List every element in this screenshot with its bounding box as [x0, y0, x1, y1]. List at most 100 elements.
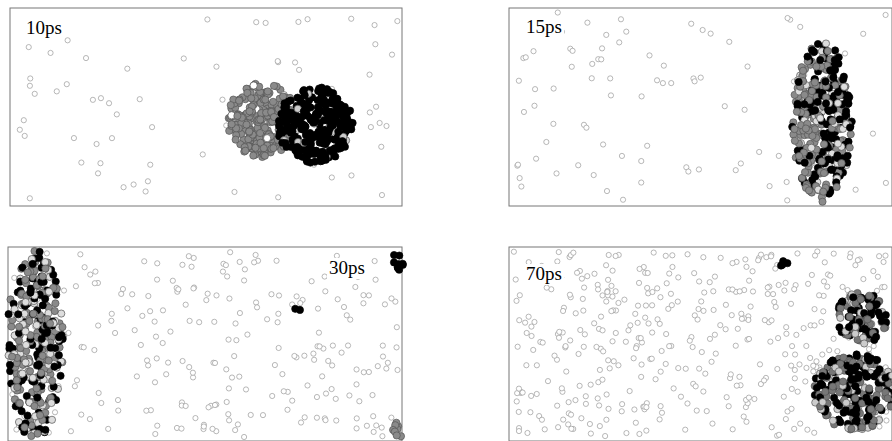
atom [702, 290, 707, 295]
atom [371, 414, 376, 419]
atoms [5, 10, 892, 440]
atom [577, 383, 582, 388]
atom [294, 294, 299, 299]
atom [782, 288, 787, 293]
atom [305, 383, 310, 388]
atom [200, 152, 205, 157]
atom [659, 348, 664, 353]
atom [764, 255, 769, 260]
atom [831, 65, 838, 72]
atom [639, 362, 644, 367]
atom [768, 339, 773, 344]
atom [28, 432, 35, 439]
atom [622, 297, 627, 302]
atom [334, 418, 339, 423]
atom [311, 351, 316, 356]
atom [791, 125, 798, 132]
atom [225, 274, 230, 279]
atom [71, 135, 76, 140]
atom [384, 366, 389, 371]
atom [613, 253, 618, 258]
atom [274, 258, 279, 263]
atom [801, 101, 808, 108]
atom [51, 307, 58, 314]
atom [5, 311, 12, 318]
atom [253, 252, 258, 257]
atom [106, 101, 111, 106]
atom [330, 343, 335, 348]
atom [144, 358, 149, 363]
atom [683, 427, 688, 432]
atom [809, 47, 816, 54]
atom [823, 48, 830, 55]
atom [798, 24, 803, 29]
atom [364, 423, 369, 428]
atom [805, 281, 810, 286]
atom [701, 389, 706, 394]
atom [87, 416, 92, 421]
atom [730, 427, 735, 432]
atom [166, 360, 171, 365]
atom [330, 363, 335, 368]
atom [783, 416, 788, 421]
atom [576, 351, 581, 356]
atom [792, 287, 797, 292]
atom [146, 293, 151, 298]
atom [735, 326, 740, 331]
atom [307, 142, 314, 149]
atom [281, 106, 288, 113]
atom [707, 336, 712, 341]
atom [523, 55, 528, 60]
atom [22, 359, 29, 366]
atom [373, 42, 378, 47]
atom [180, 358, 185, 363]
atom [654, 78, 659, 83]
atom [532, 87, 537, 92]
atom [588, 382, 593, 387]
atom [619, 153, 624, 158]
atom [728, 372, 733, 377]
atom [250, 82, 257, 89]
atom [726, 404, 731, 409]
atom [828, 273, 833, 278]
atom [769, 425, 774, 430]
atom [569, 426, 574, 431]
atom [145, 179, 150, 184]
atom [140, 313, 145, 318]
atom [743, 257, 748, 262]
atom [834, 140, 841, 147]
atom [556, 249, 561, 254]
atom [155, 423, 160, 428]
atom [701, 308, 706, 313]
atom [226, 418, 231, 423]
atom [205, 17, 210, 22]
atom [658, 404, 663, 409]
atom [227, 102, 234, 109]
atom [384, 123, 389, 128]
atom [776, 282, 781, 287]
atom [382, 302, 387, 307]
atom [635, 303, 640, 308]
atom [784, 179, 789, 184]
atom [394, 325, 399, 330]
atom [600, 293, 605, 298]
atom [526, 314, 531, 319]
atom [824, 47, 831, 54]
atom [853, 187, 858, 192]
atom [608, 93, 613, 98]
atom [644, 405, 649, 410]
atom [361, 370, 366, 375]
atom [335, 297, 340, 302]
atom [661, 63, 666, 68]
atom [569, 64, 574, 69]
atom [690, 344, 695, 349]
atom [846, 124, 853, 131]
atom [811, 79, 818, 86]
atom [600, 328, 605, 333]
atom [784, 325, 789, 330]
atom [131, 182, 136, 187]
atom [187, 318, 192, 323]
atom [322, 102, 329, 109]
atom [235, 97, 242, 104]
